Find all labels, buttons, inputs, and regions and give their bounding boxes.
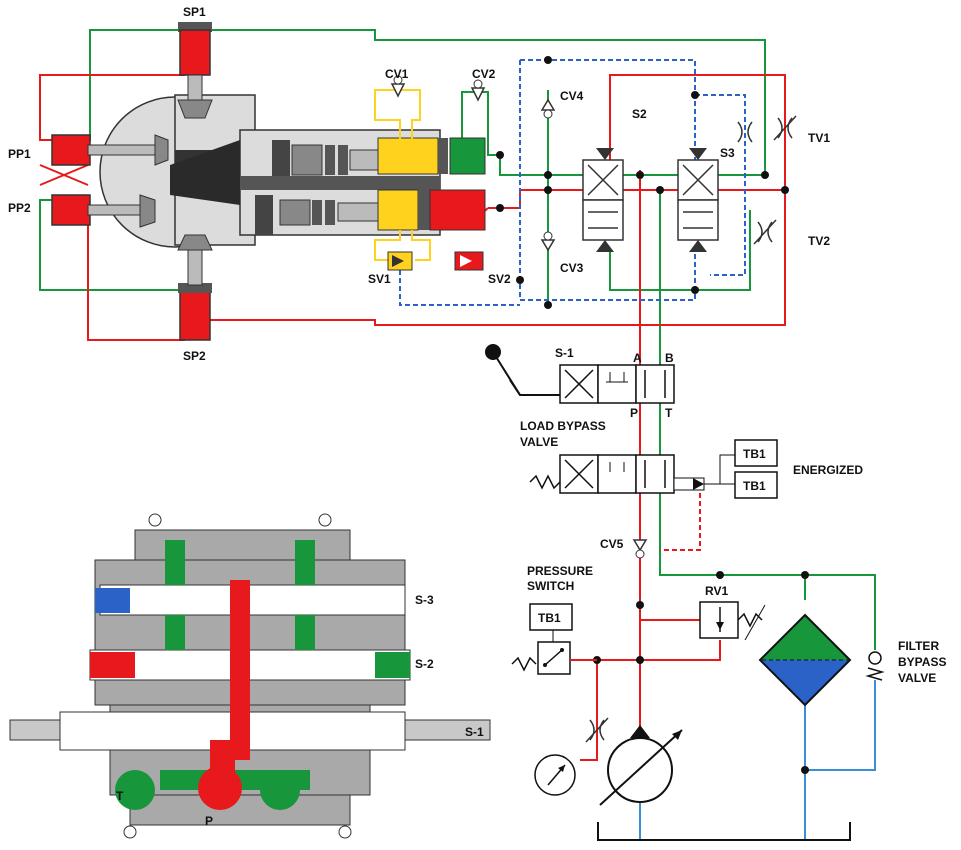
cv2-check-valve [470, 79, 486, 102]
s1-manual-valve [485, 344, 675, 404]
tv2-throttle [753, 219, 777, 245]
label-pp1: PP1 [8, 147, 31, 161]
label-pressure-switch-line1: PRESSURE [527, 564, 593, 578]
junction-dots [496, 56, 809, 774]
sv2-valve [454, 251, 484, 271]
label-port-t: T [665, 406, 673, 420]
load-bypass-valve [529, 454, 735, 494]
label-pressure-switch-line2: SWITCH [527, 579, 574, 593]
label-s3: S3 [720, 146, 735, 160]
pressure-gauge [534, 754, 576, 796]
label-block-p: P [205, 814, 213, 828]
label-sv2: SV2 [488, 272, 511, 286]
tank-lines [639, 680, 876, 840]
valve-block [9, 513, 491, 839]
label-tv2: TV2 [808, 234, 830, 248]
filter-bypass-line [805, 574, 876, 650]
label-cv4: CV4 [560, 89, 584, 103]
label-sp1: SP1 [183, 5, 206, 19]
sp1-cylinder [177, 22, 213, 119]
label-pp2: PP2 [8, 201, 31, 215]
rv1-relief-valve [699, 601, 766, 641]
label-block-s1: S-1 [465, 725, 484, 739]
valve-right [677, 148, 719, 252]
blue-pilot-lines [399, 59, 746, 306]
sv1-valve [387, 251, 413, 271]
label-filter-bypass-line2: BYPASS [898, 655, 946, 669]
pp2-cylinder [51, 194, 156, 228]
tb1-box-top [734, 439, 778, 467]
label-port-b: B [665, 351, 674, 365]
s3-throttle [737, 121, 753, 143]
label-block-s2: S-2 [415, 657, 434, 671]
label-tv1: TV1 [808, 131, 830, 145]
label-s1: S-1 [555, 346, 574, 360]
label-port-p: P [630, 406, 638, 420]
label-port-a: A [633, 351, 642, 365]
reservoir [597, 822, 851, 841]
label-energized: ENERGIZED [793, 463, 863, 477]
label-tb1-top: TB1 [743, 447, 766, 461]
label-tb1-bottom: TB1 [743, 479, 766, 493]
label-cv1: CV1 [385, 67, 409, 81]
label-filter-bypass-line1: FILTER [898, 639, 939, 653]
label-sv1: SV1 [368, 272, 391, 286]
cv3-check-valve [540, 231, 556, 252]
sp2-cylinder [177, 234, 213, 341]
filter-element [758, 613, 852, 707]
variable-pump [599, 725, 683, 806]
label-block-t: T [116, 789, 124, 803]
cv5-check-valve [632, 539, 648, 559]
green-pilot-dashed [609, 250, 745, 291]
label-cv2: CV2 [472, 67, 496, 81]
cv1-check-valve [390, 75, 406, 98]
label-cv5: CV5 [600, 537, 624, 551]
pp1-cylinder [51, 134, 169, 166]
label-load-bypass-line2: VALVE [520, 435, 558, 449]
label-s2: S2 [632, 107, 647, 121]
tv1-throttle [773, 115, 797, 141]
gauge-throttle [585, 717, 609, 743]
label-tb1-switch: TB1 [538, 611, 561, 625]
filter-bypass-check [865, 651, 885, 681]
label-rv1: RV1 [705, 584, 728, 598]
pressure-switch [511, 603, 597, 675]
cv4-check-valve [540, 98, 556, 119]
tb1-box-bottom [734, 471, 778, 499]
valve-left [582, 148, 624, 252]
label-block-s3: S-3 [415, 593, 434, 607]
label-filter-bypass-line3: VALVE [898, 671, 936, 685]
red-pilot-dashed [609, 80, 701, 621]
label-load-bypass-line1: LOAD BYPASS [520, 419, 606, 433]
label-cv3: CV3 [560, 261, 584, 275]
label-sp2: SP2 [183, 349, 206, 363]
actuator-assembly [240, 137, 486, 235]
